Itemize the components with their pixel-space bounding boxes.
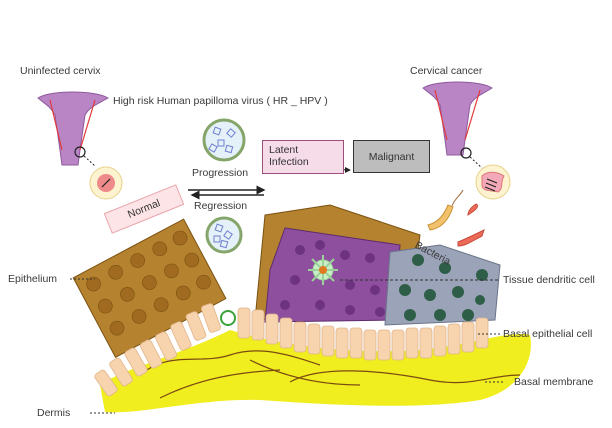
latent-line-2: Infection [269, 156, 309, 168]
basal-cells-left [94, 303, 221, 397]
epithelium-label: Epithelium [8, 273, 58, 285]
dendritic-cell [308, 255, 338, 285]
dermis-label: Dermis [37, 407, 71, 419]
cancer-cells [384, 244, 501, 326]
hpv-virus-regression-icon [205, 216, 243, 254]
hr-hpv-label: High risk Human papilloma virus ( HR _ H… [113, 95, 328, 107]
basal-membrane-fibers [139, 350, 521, 399]
uterus-cancer-icon [422, 81, 511, 200]
bacteria-icon [427, 189, 485, 247]
regression-label: Regression [194, 200, 248, 212]
basal-membrane-label: Basal membrane [514, 376, 594, 388]
progression-label: Progression [192, 167, 249, 179]
tissue-dendritic-cell-label: Tissue dendritic cell [503, 274, 595, 286]
basal-cells-right [237, 307, 489, 361]
virus-particle-gap [220, 310, 236, 326]
infected-nuclei [280, 240, 385, 317]
cancer-nuclei [399, 254, 488, 321]
normal-epithelium [72, 218, 227, 358]
hpv-virus-progression-icon [202, 118, 246, 162]
uninfected-cervix-label: Uninfected cervix [20, 65, 101, 77]
latent-line-1: Latent [269, 144, 299, 157]
cervical-cancer-label: Cervical cancer [410, 65, 483, 77]
uterus-uninfected-icon [37, 91, 123, 200]
basal-epithelial-cell-label: Basal epithelial cell [503, 328, 593, 340]
malignant-box: Malignant [353, 140, 430, 173]
